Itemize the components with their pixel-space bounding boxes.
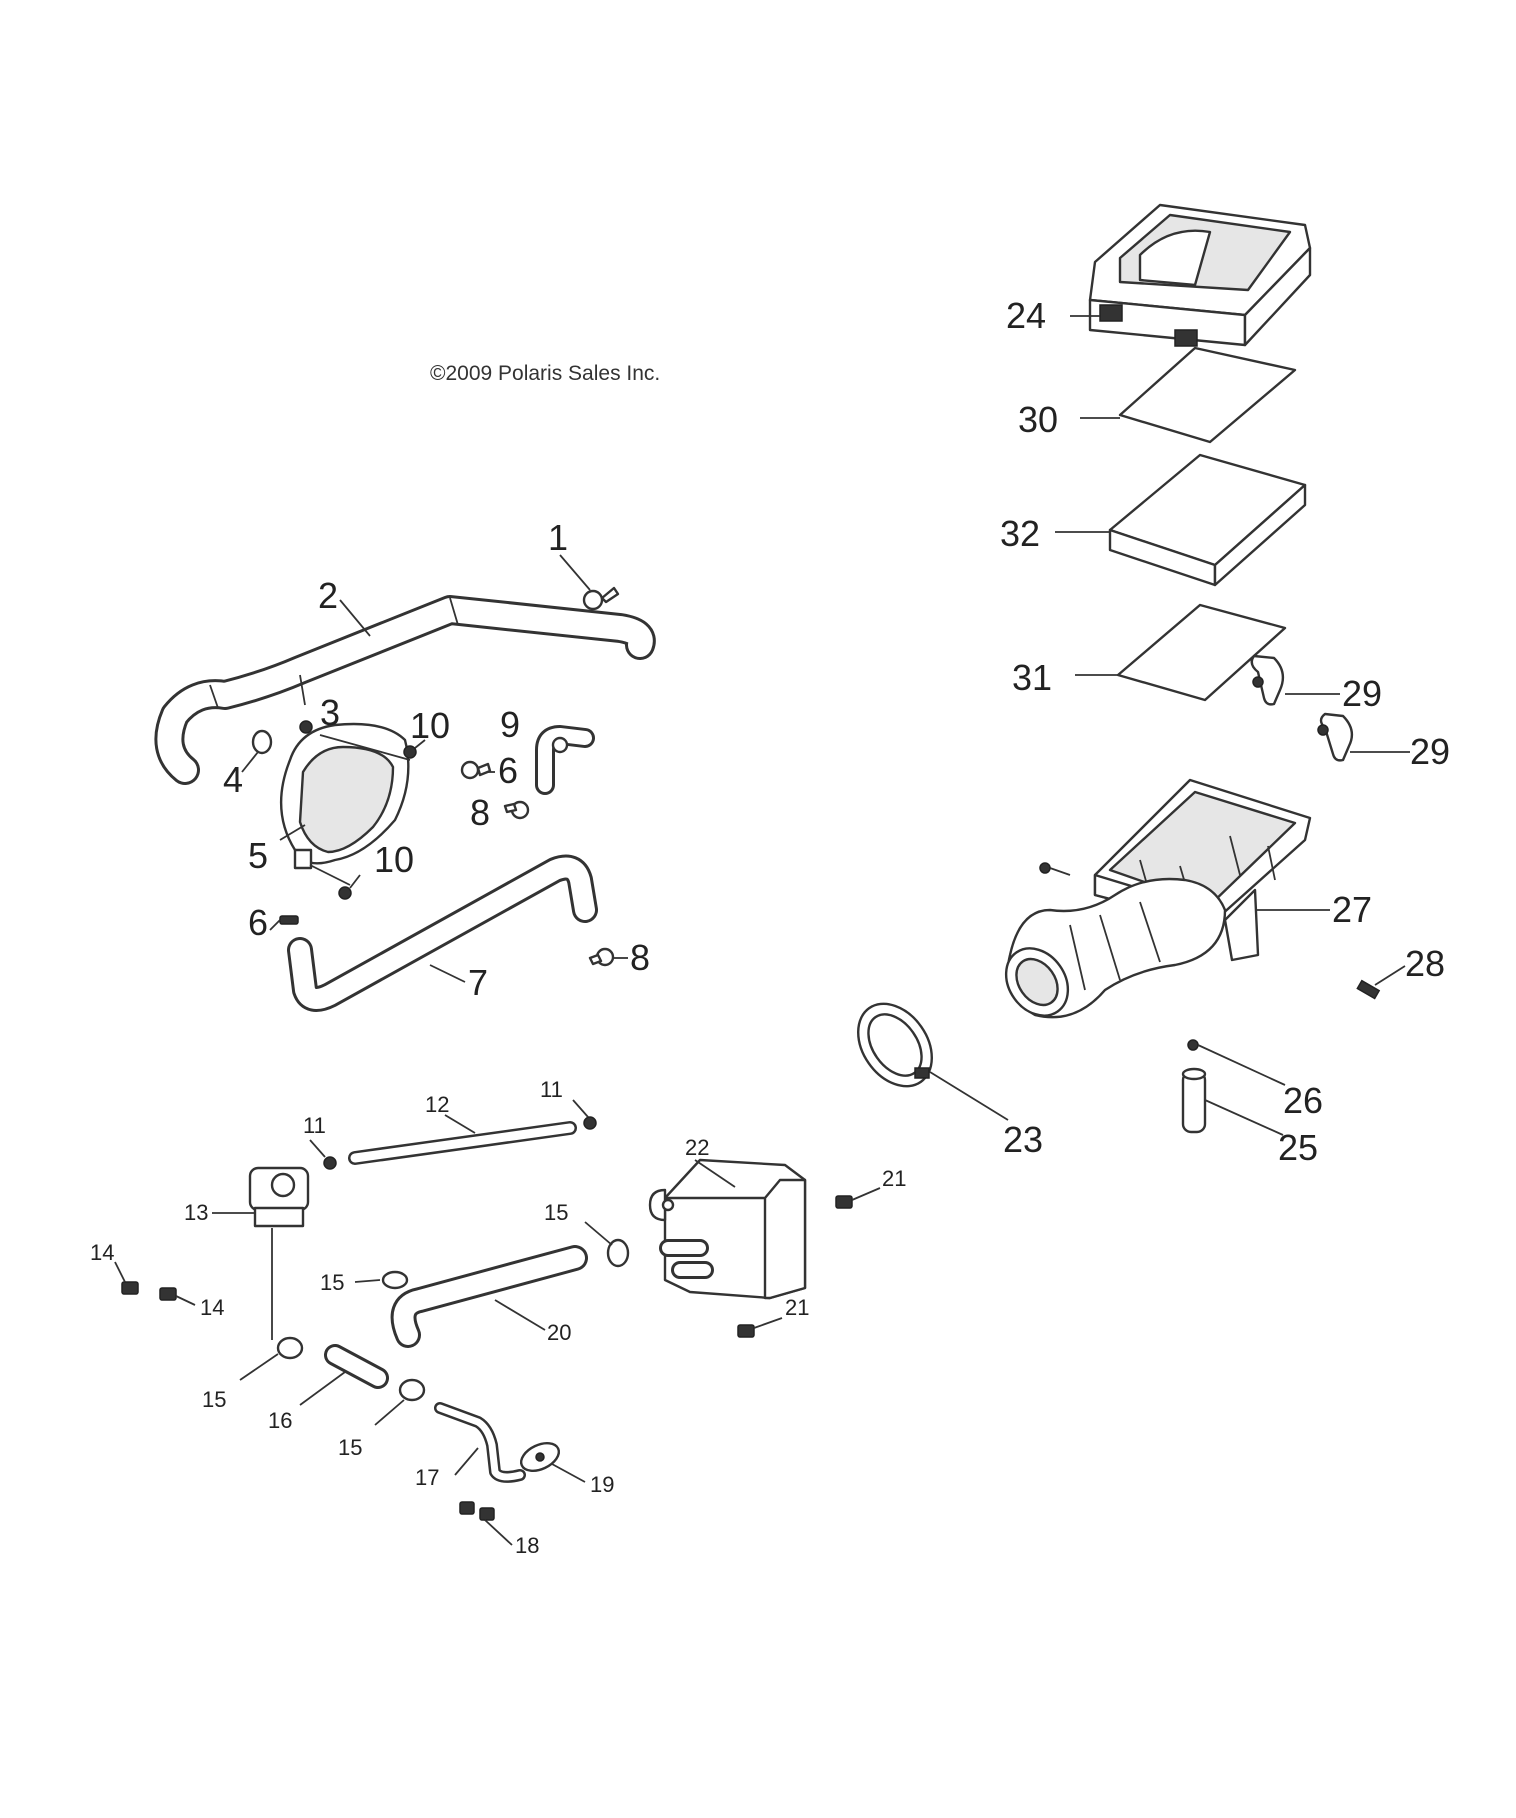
callout-15-mid: 15 [320,1270,344,1295]
part-10-screw-lower [338,874,361,900]
callout-20: 20 [547,1320,571,1345]
part-19-gasket [519,1442,586,1483]
part-8-clamp-lower [588,947,628,967]
part-12-vent-tube [348,1114,577,1165]
callout-25: 25 [1278,1127,1318,1168]
part-11-fitting-left [309,1139,337,1170]
callout-6-lower: 6 [248,902,268,943]
part-30-filter-screen [1080,346,1297,444]
callout-32: 32 [1000,513,1040,554]
callout-3: 3 [320,692,340,733]
part-29-clip-lower [1317,712,1410,762]
callout-13: 13 [184,1200,208,1225]
part-16-hose [299,1344,389,1406]
callout-26: 26 [1283,1080,1323,1121]
callout-11-left: 11 [303,1113,326,1138]
callout-7: 7 [468,962,488,1003]
callout-14-right: 14 [200,1295,224,1320]
part-11-fitting-right [572,1099,597,1130]
callout-2: 2 [318,575,338,616]
callout-27: 27 [1332,889,1372,930]
callout-15-upper: 15 [544,1200,568,1225]
callout-11-right: 11 [540,1077,563,1102]
part-14-bolt-right [159,1287,196,1306]
callout-12: 12 [425,1092,449,1117]
part-27-airbox-base [1004,778,1330,1019]
part-15-clamp-d [584,1221,630,1268]
callout-18: 18 [515,1533,539,1558]
callout-29-upper: 29 [1342,673,1382,714]
part-2-breather-hose [154,595,656,785]
callout-10-lower: 10 [374,839,414,880]
callout-6-upper: 6 [498,750,518,791]
callout-1: 1 [548,517,568,558]
part-22-canister [648,1158,807,1300]
part-29-clip-upper [1250,654,1340,706]
callout-15-lower: 15 [338,1435,362,1460]
part-6-clamp-upper [460,760,495,780]
part-23-intake-clamp [857,1002,1009,1121]
callout-labels: 24 30 32 31 29 29 27 28 26 25 23 1 2 3 4… [90,295,1450,1558]
part-24-airbox-cover [1070,203,1312,347]
part-6-clamp-lower [269,915,299,931]
part-15-clamp-b [374,1378,426,1426]
callout-21-upper: 21 [882,1166,906,1191]
part-14-bolt-left [114,1261,139,1295]
callout-17: 17 [415,1465,439,1490]
callout-10-upper: 10 [410,705,450,746]
callout-4: 4 [223,759,243,800]
part-26-grommet [1187,1039,1286,1086]
part-5-breather-cover [279,722,411,886]
part-4-clamp [241,729,273,773]
part-21-bolt-lower [737,1317,783,1338]
callout-22: 22 [685,1135,709,1160]
part-1-hose-clamp [559,554,620,611]
part-9-hose-elbow [535,725,595,795]
callout-5: 5 [248,835,268,876]
part-32-air-filter [1055,453,1307,587]
callout-30: 30 [1018,399,1058,440]
part-7-breather-tube [287,854,598,1012]
part-15-clamp-c [354,1270,409,1290]
callout-23: 23 [1003,1119,1043,1160]
part-15-clamp-a [239,1336,304,1381]
part-17-pipe [434,1402,526,1483]
callout-31: 31 [1012,657,1052,698]
part-13-valve [212,1166,310,1340]
part-28-screw [1356,965,1406,1000]
callout-28: 28 [1405,943,1445,984]
part-10-screw-upper [403,739,426,759]
callout-15-left: 15 [202,1387,226,1412]
callout-8-upper: 8 [470,792,490,833]
part-3-screw [299,720,313,734]
part-31-filter-screen [1075,603,1287,702]
part-25-drain-tube [1181,1067,1284,1136]
part-8-clamp-upper [503,800,530,820]
part-20-hose [390,1245,588,1348]
callout-16: 16 [268,1408,292,1433]
callout-21-lower: 21 [785,1295,809,1320]
callout-8-lower: 8 [630,937,650,978]
callout-9: 9 [500,704,520,745]
part-18-bolts [459,1501,513,1546]
part-21-bolt-upper [835,1187,881,1209]
callout-14-left: 14 [90,1240,114,1265]
callout-19: 19 [590,1472,614,1497]
callout-24: 24 [1006,295,1046,336]
callout-29-lower: 29 [1410,731,1450,772]
copyright-notice: ©2009 Polaris Sales Inc. [430,362,661,385]
